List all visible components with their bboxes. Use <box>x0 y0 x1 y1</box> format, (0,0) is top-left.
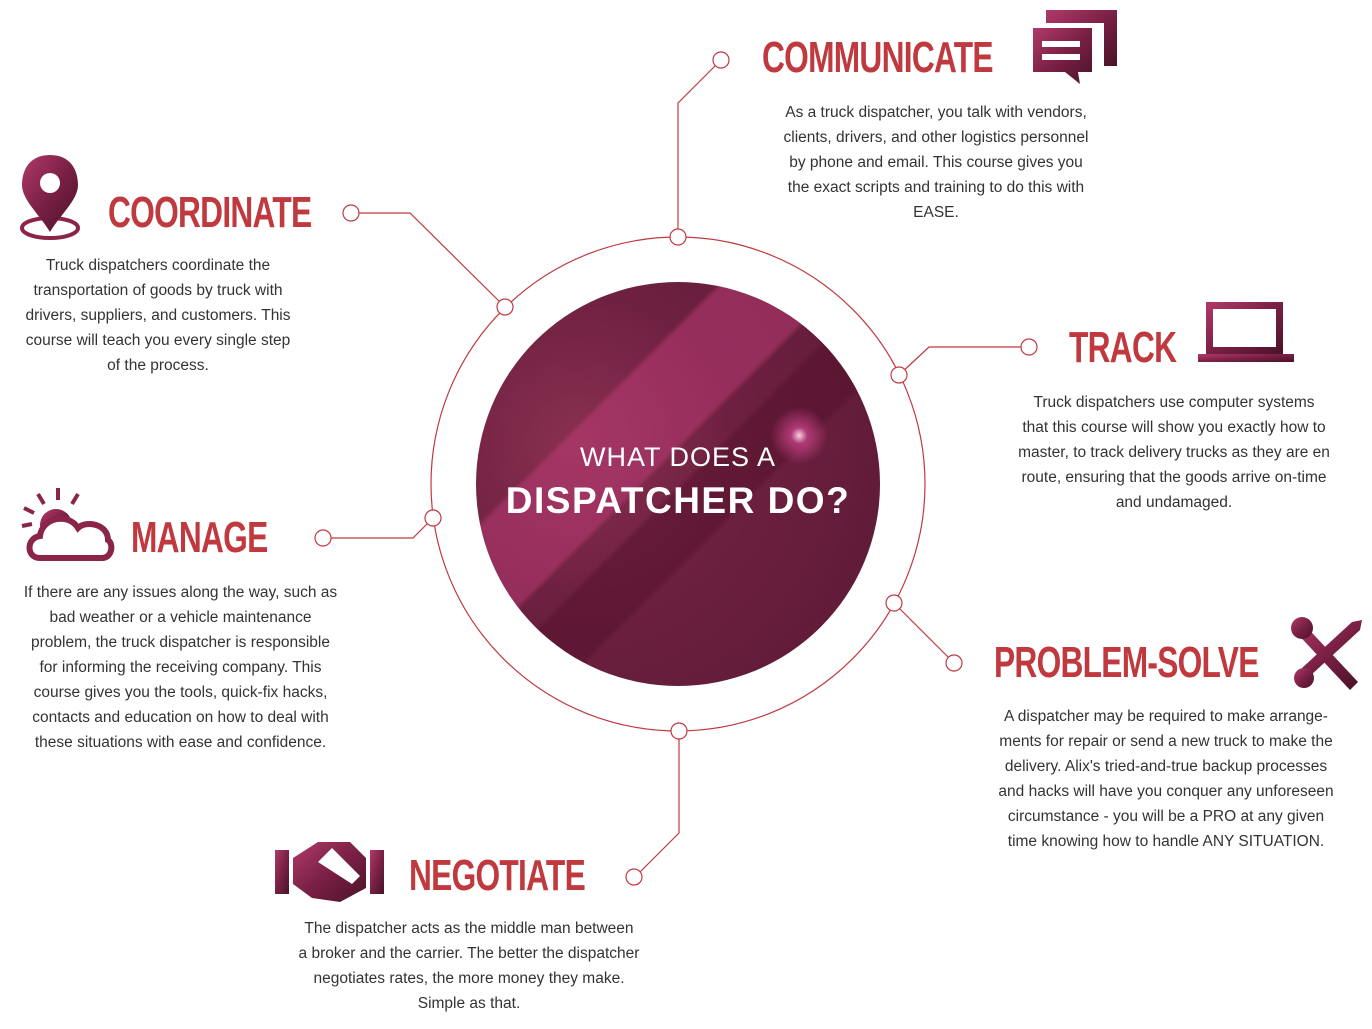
text-line: course gives you the tools, quick-fix ha… <box>33 684 328 701</box>
problem-solve-heading: PROBLEM-SOLVE <box>994 638 1259 687</box>
ring-node <box>670 722 688 740</box>
text-line: As a truck dispatcher, you talk with ven… <box>785 104 1087 121</box>
negotiate-text: The dispatcher acts as the middle man be… <box>264 916 674 1016</box>
connector-negotiate <box>639 731 680 873</box>
chat-bubbles-icon <box>1033 10 1117 84</box>
text-line: bad weather or a vehicle maintenance <box>49 609 312 626</box>
text-line: circumstance - you will be a PRO at any … <box>1007 808 1325 825</box>
ring-node <box>890 366 908 384</box>
text-line: Simple as that. <box>417 995 521 1012</box>
connector-coordinate <box>359 212 506 308</box>
end-node <box>945 654 963 672</box>
end-node <box>342 204 360 222</box>
center-photo-circle: WHAT DOES A DISPATCHER DO? <box>476 282 880 686</box>
coordinate-heading: COORDINATE <box>108 188 312 237</box>
end-node <box>625 868 643 886</box>
text-line: and undamaged. <box>1115 494 1233 511</box>
text-line: Truck dispatchers coordinate the <box>45 257 271 274</box>
text-line: route, ensuring that the goods arrive on… <box>1021 469 1327 486</box>
connector-communicate <box>677 64 717 237</box>
center-title-line2: DISPATCHER DO? <box>505 480 851 521</box>
text-line: that this course will show you exactly h… <box>1022 419 1326 436</box>
connector-track <box>898 346 1021 376</box>
text-line: course will teach you every single step <box>25 332 291 349</box>
text-line: A dispatcher may be required to make arr… <box>1004 708 1328 725</box>
laptop-icon <box>1198 302 1294 362</box>
text-line: problem, the truck dispatcher is respons… <box>31 634 330 651</box>
end-node <box>712 51 730 69</box>
text-line: transportation of goods by truck with <box>33 282 283 299</box>
text-line: for informing the receiving company. Thi… <box>39 659 322 676</box>
text-line: clients, drivers, and other logistics pe… <box>783 129 1089 146</box>
wrench-screwdriver-icon <box>1291 617 1362 690</box>
map-pin-icon <box>20 155 80 240</box>
end-node <box>314 529 332 547</box>
connector-manage <box>331 517 434 539</box>
text-line: time knowing how to handle ANY SITUATION… <box>1007 833 1325 850</box>
ring-node <box>669 228 687 246</box>
negotiate-heading: NEGOTIATE <box>409 851 586 900</box>
text-line: contacts and education on how to deal wi… <box>32 709 329 726</box>
ring-node <box>424 509 442 527</box>
text-line: the exact scripts and training to do thi… <box>787 179 1085 196</box>
text-line: ments for repair or send a new truck to … <box>999 733 1333 750</box>
text-line: If there are any issues along the way, s… <box>23 584 338 601</box>
coordinate-text: Truck dispatchers coordinate the transpo… <box>0 253 316 378</box>
text-line: and hacks will have you conquer any unfo… <box>998 783 1334 800</box>
text-line: The dispatcher acts as the middle man be… <box>304 920 634 937</box>
text-line: Truck dispatchers use computer systems <box>1033 394 1315 411</box>
connector-problem-solve <box>893 602 949 658</box>
text-line: of the process. <box>107 357 209 374</box>
ring-node <box>496 298 514 316</box>
text-line: by phone and email. This course gives yo… <box>789 154 1083 171</box>
text-line: master, to track delivery trucks as they… <box>1018 444 1330 461</box>
manage-text: If there are any issues along the way, s… <box>0 580 361 755</box>
text-line: a broker and the carrier. The better the… <box>298 945 640 962</box>
communicate-heading: COMMUNICATE <box>762 33 994 82</box>
text-line: EASE. <box>913 204 959 221</box>
text-line: these situations with ease and confidenc… <box>34 734 327 751</box>
communicate-text: As a truck dispatcher, you talk with ven… <box>736 100 1136 225</box>
track-text: Truck dispatchers use computer systems t… <box>974 390 1372 515</box>
center-title-line1: WHAT DOES A <box>579 442 777 472</box>
ring-node <box>885 594 903 612</box>
text-line: delivery. Alix's tried-and-true backup p… <box>1004 758 1328 775</box>
handshake-icon <box>275 842 384 902</box>
problem-solve-text: A dispatcher may be required to make arr… <box>961 704 1371 854</box>
end-node <box>1020 338 1038 356</box>
sun-cloud-icon <box>21 488 115 561</box>
track-heading: TRACK <box>1069 323 1177 372</box>
text-line: drivers, suppliers, and customers. This <box>25 307 291 324</box>
manage-heading: MANAGE <box>131 513 268 562</box>
text-line: negotiates rates, the more money they ma… <box>313 970 625 987</box>
